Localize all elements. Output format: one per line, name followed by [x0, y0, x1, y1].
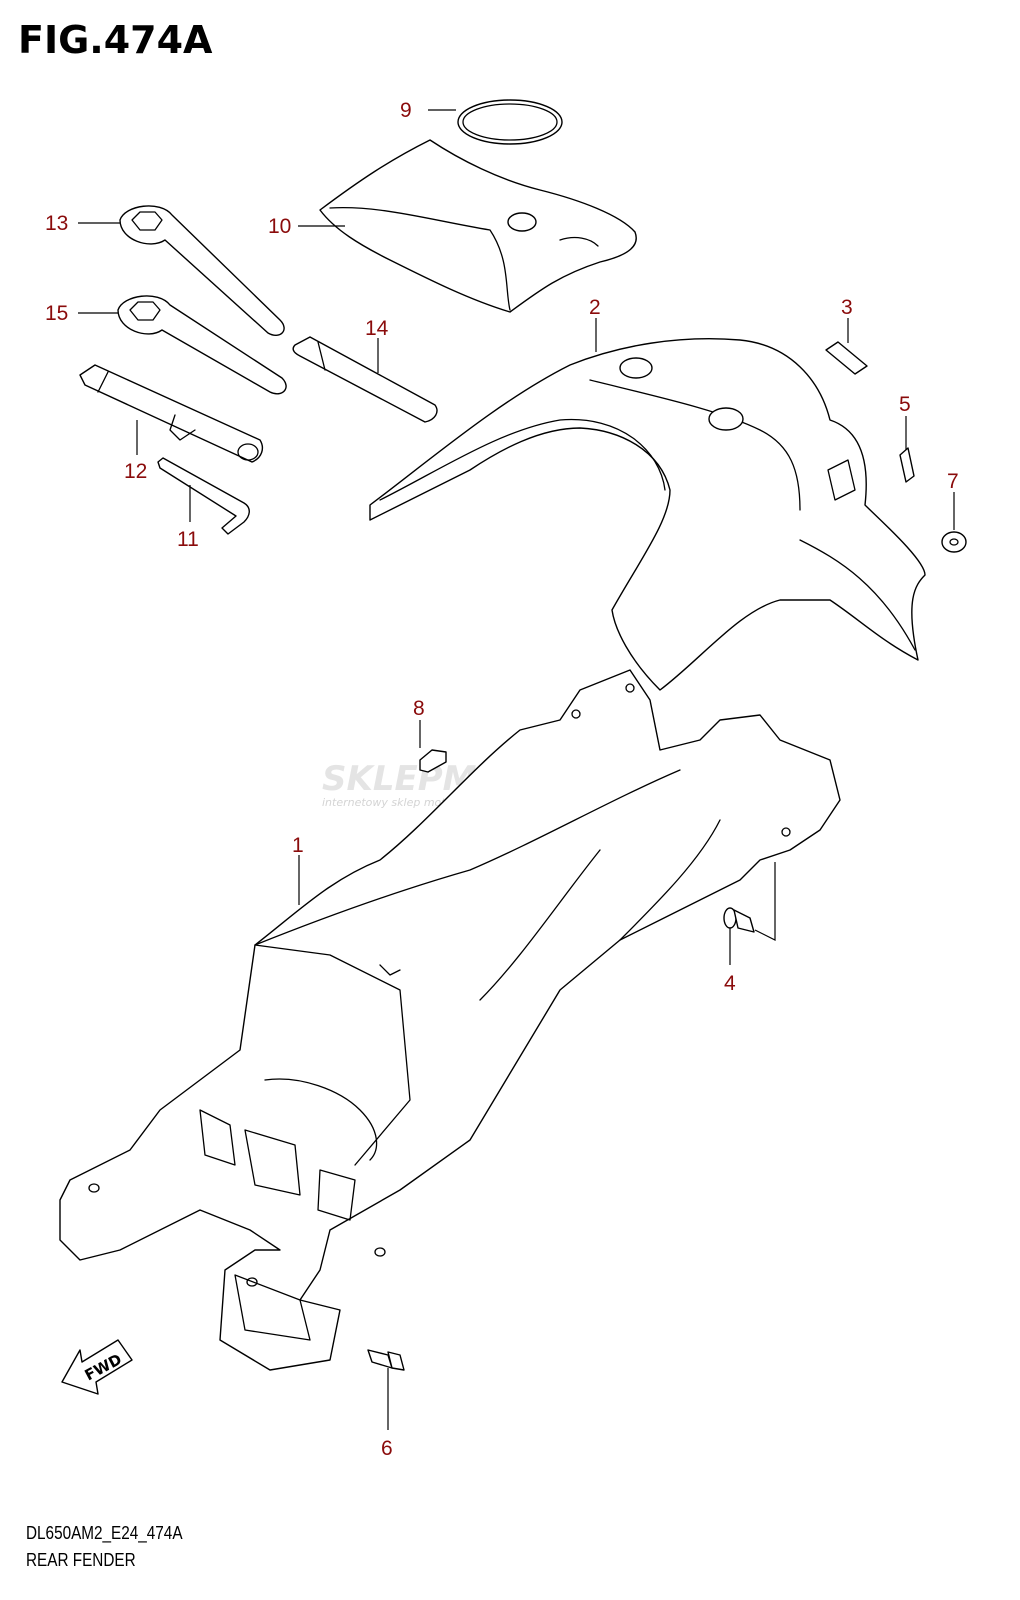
callout-10: 10: [268, 215, 291, 238]
figure-title: FIG.474A: [18, 18, 213, 62]
part-5-cushion: [899, 447, 915, 483]
figure-subtitle: REAR FENDER: [26, 1550, 136, 1570]
callout-2: 2: [589, 296, 601, 319]
callout-5: 5: [899, 393, 911, 416]
part-13-ring-wrench: [119, 205, 285, 337]
callout-1: 1: [292, 834, 304, 857]
part-1-rear-fender: [59, 669, 841, 1371]
callout-3: 3: [841, 296, 853, 319]
part-6-bolt: [367, 1349, 405, 1371]
callout-4: 4: [724, 972, 736, 995]
fwd-arrow: FWD: [61, 1339, 133, 1395]
part-8-cushion: [419, 749, 447, 773]
part-12-socket-tool: [79, 364, 264, 463]
callout-labels: 9 10 13 15 14 2 3 5 7 12 11 8 1 4 6: [45, 99, 959, 1460]
callout-7: 7: [947, 470, 959, 493]
callout-8: 8: [413, 697, 425, 720]
part-15-ring-wrench: [117, 295, 287, 395]
part-4-clip: [723, 862, 776, 941]
figure-code: DL650AM2_E24_474A: [26, 1523, 183, 1543]
part-14-handle: [292, 336, 438, 423]
callout-11: 11: [177, 528, 199, 551]
part-2-rear-cover: [369, 338, 926, 691]
part-3-pad: [825, 341, 868, 375]
part-11-hex-key: [157, 457, 250, 535]
callout-12: 12: [124, 460, 147, 483]
part-10-tool-bag: [319, 139, 637, 313]
callout-13: 13: [45, 212, 68, 235]
part-9-o-ring: [457, 99, 563, 145]
leader-lines: [78, 109, 955, 1430]
callout-6: 6: [381, 1437, 393, 1460]
callout-15: 15: [45, 302, 68, 325]
callout-9: 9: [400, 99, 412, 122]
part-7-washer: [941, 531, 967, 553]
callout-14: 14: [365, 317, 389, 340]
